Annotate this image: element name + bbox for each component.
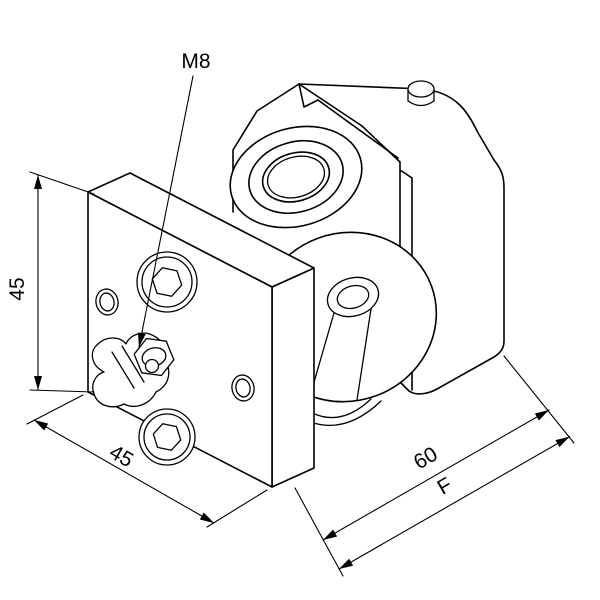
- depth-dim-text: 60: [410, 443, 442, 475]
- bore-thread: [266, 155, 326, 199]
- stud-bottom-arc: [407, 100, 435, 107]
- depth-arrow-left-icon: [323, 529, 338, 540]
- depth-dim-line: [322, 409, 550, 541]
- height-dim-text: 45: [6, 277, 29, 300]
- top-stud: [407, 80, 435, 107]
- f-arrow-left-icon: [339, 558, 354, 569]
- height-dimension: 45: [6, 171, 95, 393]
- hex-nut: [133, 337, 175, 377]
- width-dim-line: [33, 419, 215, 524]
- height-witness-bottom: [29, 389, 95, 393]
- m8-leader: M8: [137, 50, 211, 348]
- threaded-hole-upper-outer: [95, 288, 119, 316]
- front-plate: [87, 172, 315, 488]
- threaded-hole-upper-inner: [99, 292, 115, 312]
- hex-nut-body: [133, 337, 175, 377]
- m8-leader-line: [138, 75, 194, 348]
- stud-top-face: [407, 80, 435, 98]
- lower-screw-chamfer: [143, 413, 191, 461]
- f-arrow-right-icon: [555, 436, 570, 448]
- width-witness-left: [26, 394, 84, 425]
- bracket-top-fold: [317, 99, 399, 159]
- upper-screw-chamfer: [141, 256, 193, 308]
- width-arrow-right-icon: [199, 512, 214, 523]
- top-boss: [229, 83, 363, 229]
- bracket-notch: [298, 83, 319, 108]
- width-witness-right: [206, 489, 268, 528]
- depth-witness-left: [294, 487, 344, 577]
- threaded-hole-lower-inner: [235, 378, 251, 398]
- threaded-hole-lower: [231, 374, 255, 402]
- width-dim-text: 45: [105, 441, 137, 473]
- f-dimension: F: [338, 436, 571, 570]
- height-witness-top: [29, 171, 95, 195]
- plate-right-face: [271, 267, 315, 488]
- lower-cap-screw: [138, 408, 196, 466]
- clamp-lever: [91, 332, 175, 408]
- bore-edge: [261, 151, 331, 203]
- lever-slot-line-1: [111, 351, 135, 389]
- f-dim-text: F: [433, 473, 456, 499]
- depth-witness-right: [503, 355, 575, 444]
- pivot-shaft-line-right: [356, 308, 372, 401]
- pivot-bolt-outer: [326, 276, 380, 318]
- pivot-bolt-inner: [336, 284, 370, 310]
- m8-label: M8: [181, 50, 210, 73]
- screw-tip: [144, 358, 160, 374]
- boss-ring: [248, 140, 344, 214]
- upper-cap-screw: [136, 251, 198, 313]
- bracket-outline: [298, 83, 505, 395]
- height-arrow-bottom-icon: [34, 376, 42, 390]
- threaded-hole-lower-outer: [231, 374, 255, 402]
- depth-arrow-right-icon: [534, 410, 549, 421]
- lower-screw-hex-socket-icon: [152, 423, 182, 451]
- threaded-hole-upper: [95, 288, 119, 316]
- lever-slot-line-2: [121, 345, 145, 383]
- height-arrow-top-icon: [34, 175, 42, 189]
- right-bracket: [298, 80, 505, 395]
- width-arrow-left-icon: [34, 420, 49, 431]
- plate-front-face: [87, 191, 273, 488]
- m8-leader-arrowhead-icon: [137, 332, 146, 347]
- f-dim-line: [338, 436, 571, 570]
